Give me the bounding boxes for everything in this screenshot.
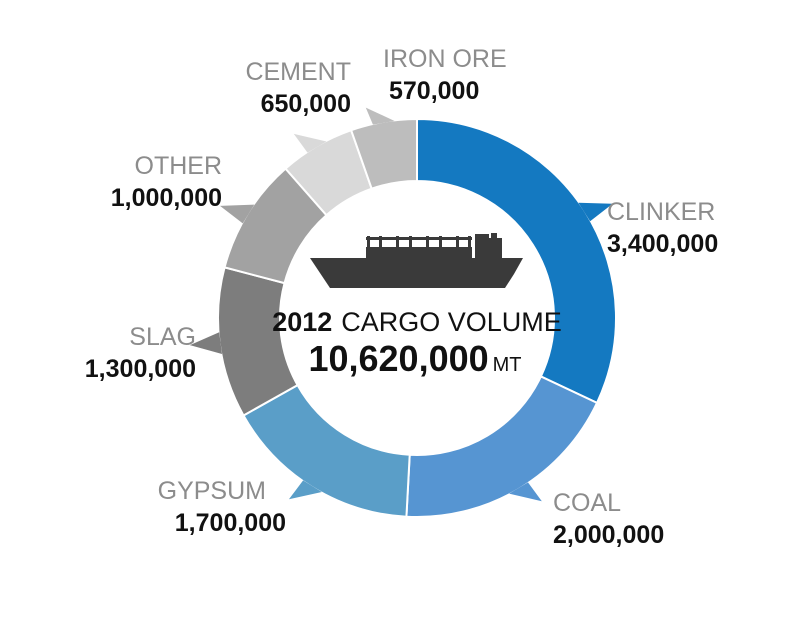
label-slag-name: SLAG xyxy=(129,323,196,351)
pointer-gypsum xyxy=(288,480,322,500)
pointer-cement xyxy=(293,133,327,153)
label-coal-name: COAL xyxy=(553,489,621,517)
slice-clinker xyxy=(416,117,617,405)
slice-iron-ore xyxy=(349,117,418,190)
center-title-line: 2012 CARGO VOLUME xyxy=(272,307,562,337)
label-clinker-name: CLINKER xyxy=(607,198,715,226)
label-gypsum-name: GYPSUM xyxy=(158,477,266,505)
label-clinker-value: 3,400,000 xyxy=(607,230,718,258)
slice-gypsum xyxy=(242,383,411,518)
label-cement-name: CEMENT xyxy=(245,58,351,86)
pointer-other xyxy=(220,204,255,224)
pointer-slag xyxy=(189,332,222,355)
label-slag-value: 1,300,000 xyxy=(85,355,196,383)
center-unit: MT xyxy=(493,354,522,376)
label-other-value: 1,000,000 xyxy=(111,184,222,212)
label-coal-value: 2,000,000 xyxy=(553,521,664,549)
center-total: 10,620,000 xyxy=(308,338,488,379)
slice-pointers xyxy=(189,107,613,502)
pointer-iron-ore xyxy=(365,107,395,125)
label-other-name: OTHER xyxy=(135,152,223,180)
cargo-ship-icon xyxy=(310,233,523,288)
pointer-clinker xyxy=(578,202,613,222)
center-year: 2012 xyxy=(272,307,332,337)
label-iron-ore-name: IRON ORE xyxy=(383,45,507,73)
slice-labels: CLINKER 3,400,000 COAL 2,000,000 GYPSUM … xyxy=(85,45,718,549)
pointer-coal xyxy=(509,482,542,502)
center-title: CARGO VOLUME xyxy=(341,307,562,337)
label-gypsum-value: 1,700,000 xyxy=(175,509,286,537)
label-cement-value: 650,000 xyxy=(261,90,351,118)
label-iron-ore-value: 570,000 xyxy=(389,77,479,105)
donut-slices xyxy=(217,117,617,518)
